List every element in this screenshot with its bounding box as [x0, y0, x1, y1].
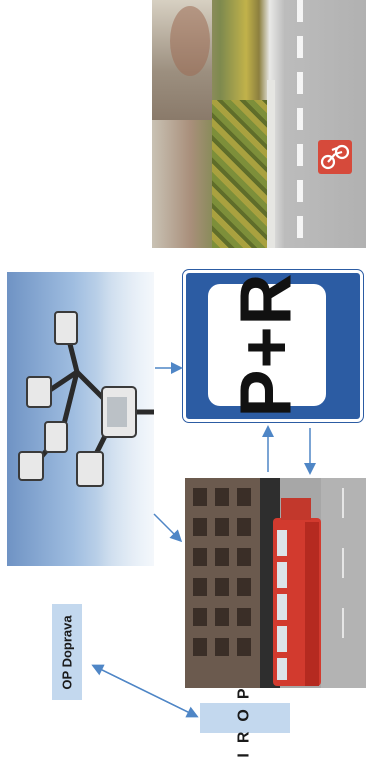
bicycle-lane-icon	[318, 140, 352, 174]
camera-to-bus-arrow	[154, 514, 180, 540]
op-doprava-label: OP Doprava	[60, 615, 75, 689]
op-doprava-irop-arrow	[94, 666, 196, 716]
red-bus-illustration	[185, 478, 366, 688]
curb	[267, 80, 275, 248]
op-doprava-label-wrap: OP Doprava	[52, 604, 82, 700]
park-and-ride-label: P+R	[226, 272, 308, 417]
park-and-ride-label-wrap: P+R	[208, 284, 326, 406]
lane-line	[297, 0, 303, 248]
irop-label: IROP	[236, 678, 254, 757]
irop-label-wrap: IROP	[200, 703, 290, 733]
hedge	[212, 100, 267, 248]
bike-lane-photo	[152, 0, 366, 248]
irop-op-doprava-arrow	[94, 666, 196, 716]
surveillance-camera-icon	[7, 272, 154, 566]
tree	[170, 6, 210, 76]
